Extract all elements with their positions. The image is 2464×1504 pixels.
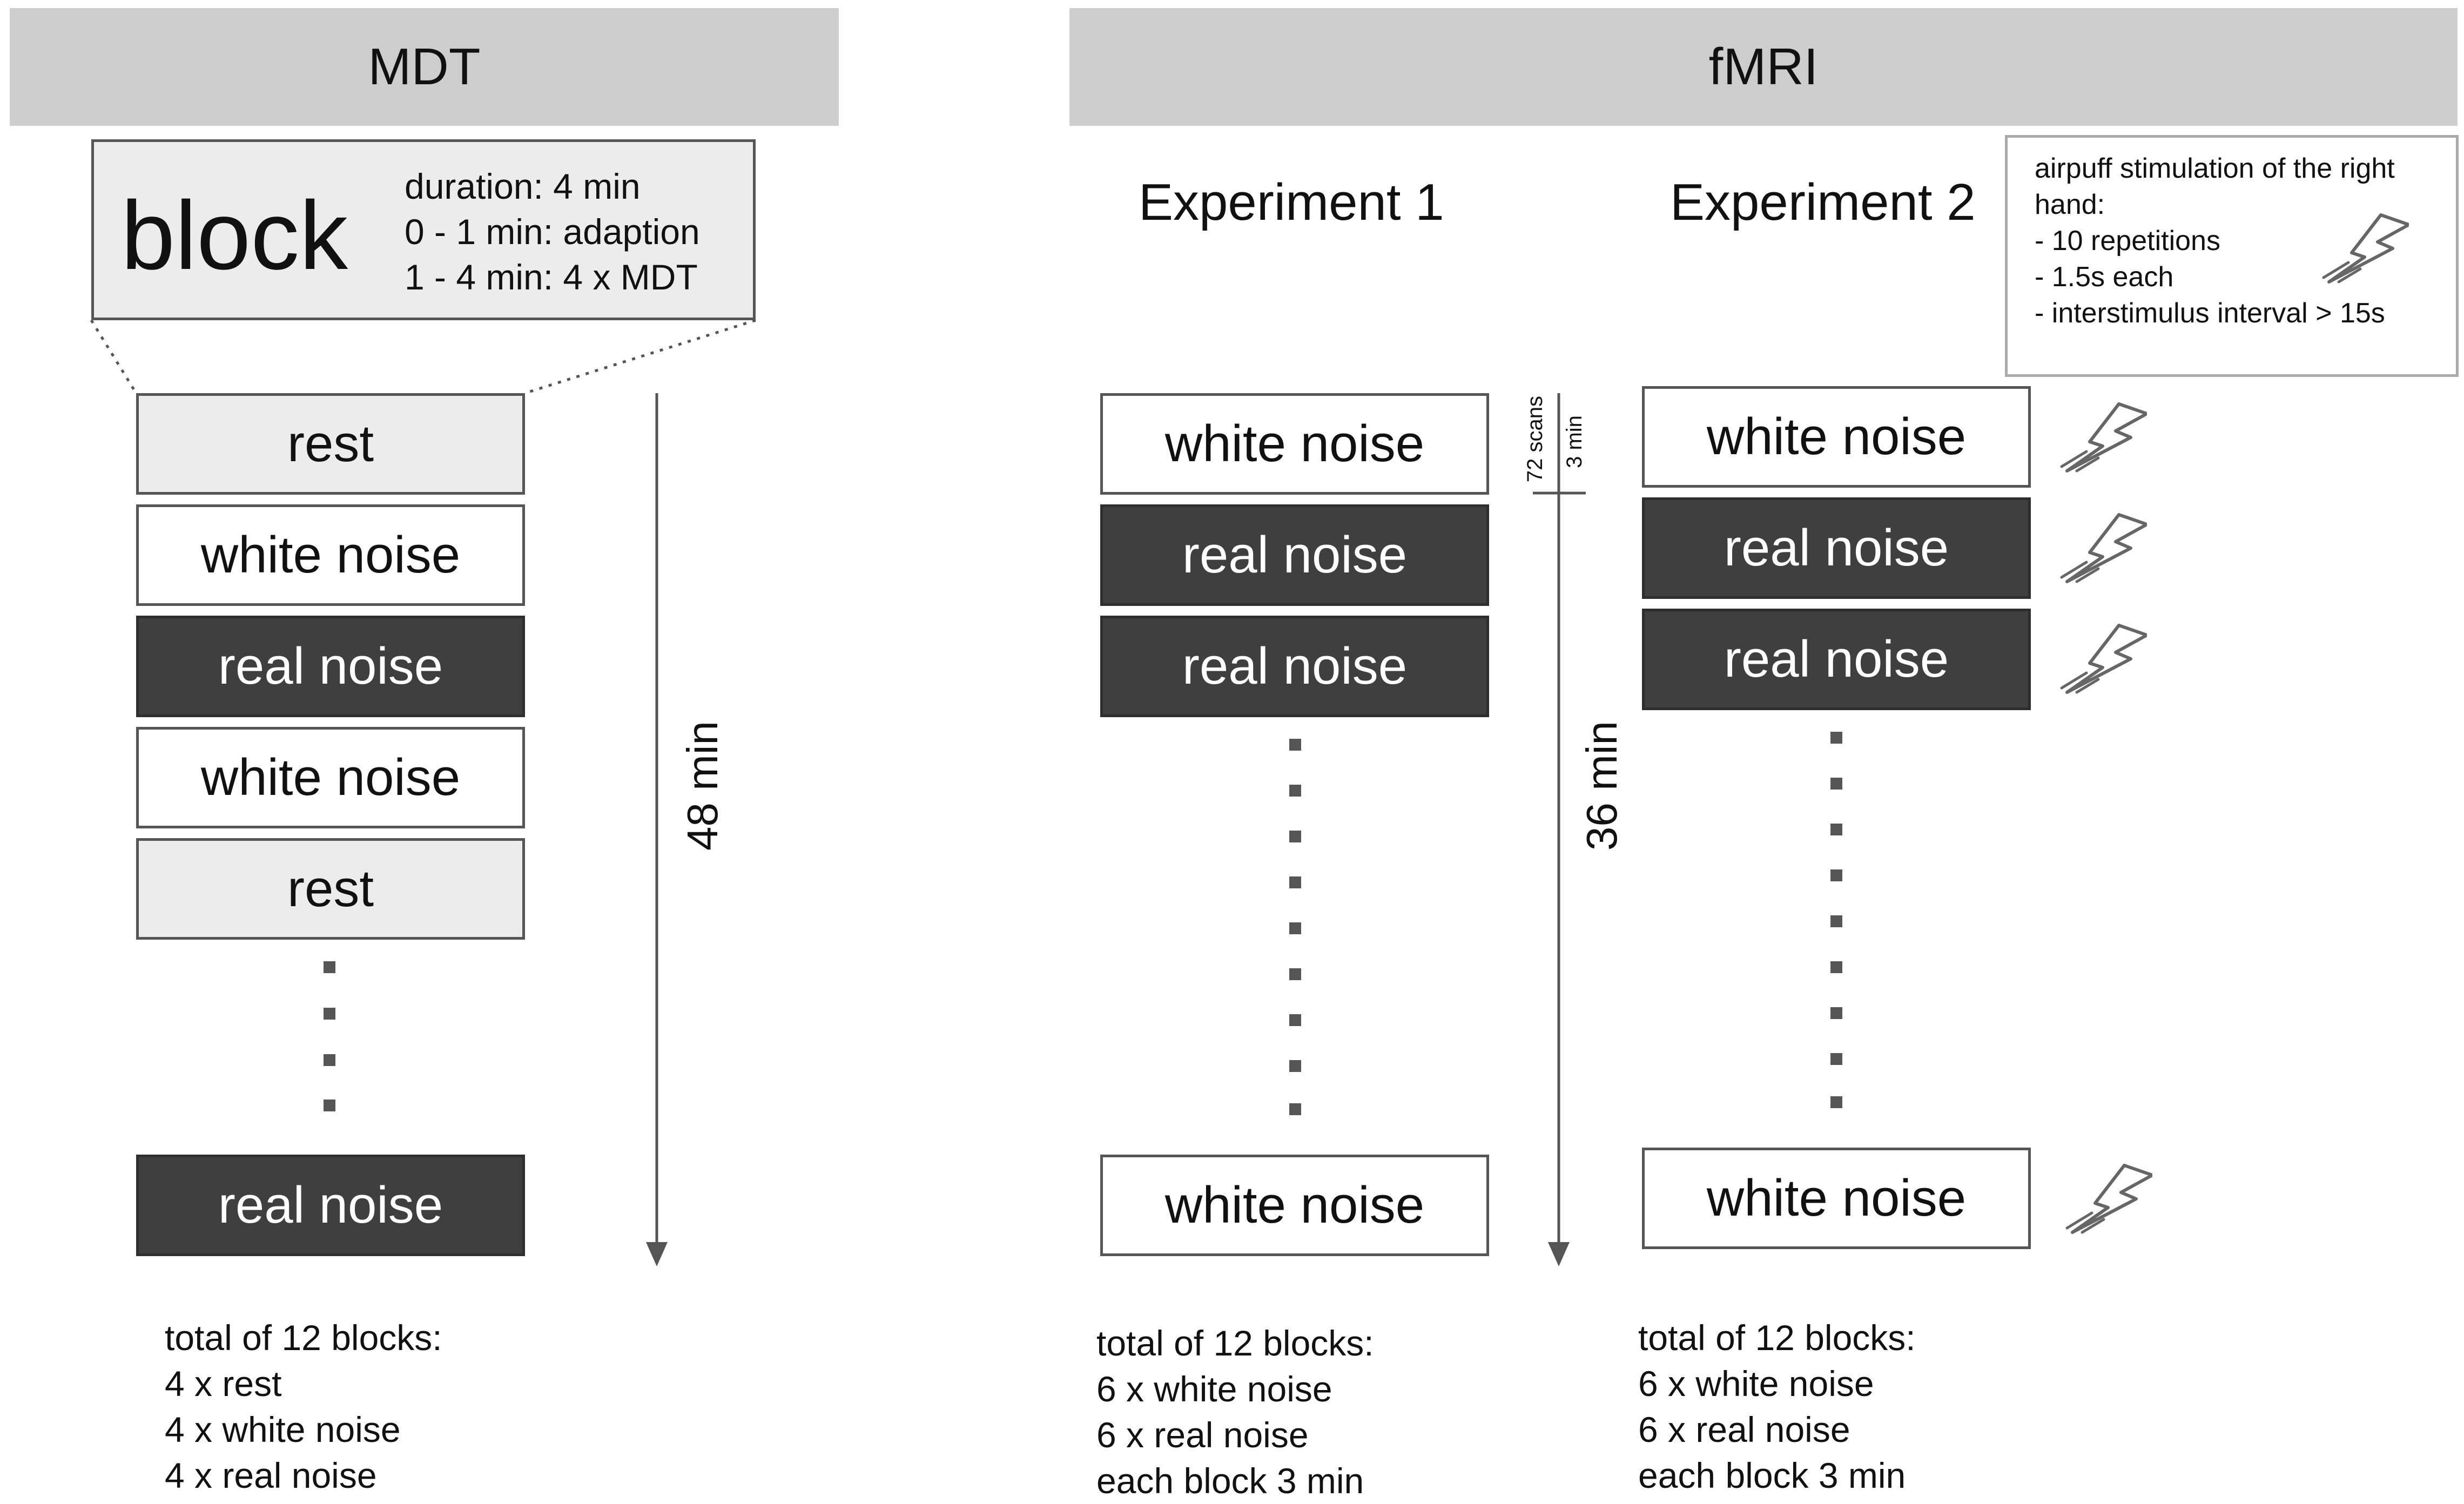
airpuff-line: - 10 repetitions [2035,225,2220,257]
continuation-dot [324,1008,335,1020]
airpuff-line: airpuff stimulation of the right [2035,153,2395,184]
lightning-icon [2062,625,2147,692]
summary-line: 6 x real noise [1096,1415,1309,1455]
continuation-dot [1830,732,1842,744]
exp2-cell-label: real noise [1724,519,1949,577]
mdt-header: MDT [10,8,839,126]
airpuff-info-box: airpuff stimulation of the right hand: -… [2005,135,2459,377]
summary-line: 4 x real noise [165,1455,377,1495]
continuation-dot [1830,915,1842,927]
exp1-cell: real noise [1100,504,1489,606]
mdt-cell-label: white noise [200,526,461,584]
continuation-dot [324,1054,335,1066]
continuation-dot [1289,1060,1301,1072]
experiment2-title: Experiment 2 [1670,173,1976,231]
mdt-cell: white noise [136,727,525,828]
continuation-dot [1830,869,1842,881]
mdt-arrow-head [646,1242,668,1266]
summary-line: 6 x white noise [1638,1364,1874,1404]
mdt-cell-last: real noise [136,1155,525,1256]
block-detail-box: block duration: 4 min 0 - 1 min: adaptio… [91,139,756,320]
exp2-cell-last: white noise [1642,1148,2031,1249]
summary-line: 6 x real noise [1638,1409,1850,1449]
continuation-dot [1289,1014,1301,1026]
continuation-dot [1830,1007,1842,1019]
exp2-cell: white noise [1642,386,2031,488]
mdt-cell-label: white noise [200,748,461,806]
exp1-cell-label: white noise [1164,415,1425,473]
lightning-icon [2062,515,2147,582]
continuation-dot [1830,824,1842,835]
airpuff-line: - interstimulus interval > 15s [2035,298,2385,329]
airpuff-line: - 1.5s each [2035,261,2174,293]
mdt-cell-label: real noise [218,1176,443,1234]
mdt-cell-label: rest [287,860,374,918]
continuation-dot [1289,922,1301,934]
summary-line: each block 3 min [1638,1455,1906,1495]
summary-line: each block 3 min [1096,1461,1364,1501]
exp2-cell-label: real noise [1724,630,1949,688]
summary-line: 4 x white noise [165,1409,401,1449]
mdt-cell: real noise [136,616,525,717]
continuation-dot [1289,785,1301,797]
exp2-cell-label: white noise [1706,1169,1967,1227]
experiment1-title: Experiment 1 [1139,173,1444,231]
continuation-dot [1289,968,1301,980]
continuation-dot [1830,778,1842,790]
continuation-dot [1830,961,1842,973]
block-details: duration: 4 min 0 - 1 min: adaption 1 - … [405,164,700,300]
mdt-cell-label: rest [287,415,374,473]
continuation-dot [1830,1096,1842,1108]
mdt-cell-label: real noise [218,637,443,695]
block-detail-line: duration: 4 min [405,166,641,206]
continuation-dot [1289,876,1301,888]
exp1-cell-label: white noise [1164,1176,1425,1234]
summary-line: total of 12 blocks: [1638,1318,1916,1358]
block-detail-line: 1 - 4 min: 4 x MDT [405,257,698,297]
zoom-line-right [524,319,756,395]
summary-line: total of 12 blocks: [165,1318,442,1358]
zoom-line-left [90,319,138,394]
summary-line: 6 x white noise [1096,1369,1332,1409]
continuation-dot [324,961,335,973]
exp2-cell: real noise [1642,497,2031,599]
continuation-dot [1289,831,1301,842]
mdt-cell: rest [136,393,525,495]
continuation-dot [1830,1053,1842,1065]
exp1-cell: real noise [1100,616,1489,717]
exp1-cell-label: real noise [1182,637,1408,695]
continuation-dot [1289,1103,1301,1115]
mdt-cell: white noise [136,504,525,606]
airpuff-line: hand: [2035,189,2105,220]
fmri-header-label: fMRI [1708,38,1819,96]
fmri-header: fMRI [1069,8,2458,126]
exp1-cell-last: white noise [1100,1155,1489,1256]
lightning-icon [2067,1165,2152,1232]
continuation-dot [1289,739,1301,751]
mdt-summary: total of 12 blocks: 4 x rest 4 x white n… [165,1315,442,1499]
exp1-cell-label: real noise [1182,526,1408,584]
mdt-cell: rest [136,838,525,940]
exp2-cell: real noise [1642,609,2031,710]
lightning-icon [2062,404,2147,471]
block-word: block [121,181,348,290]
block-detail-line: 0 - 1 min: adaption [405,212,700,252]
exp2-summary: total of 12 blocks: 6 x white noise 6 x … [1638,1315,1916,1499]
fmri-arrow-head [1548,1242,1570,1266]
mdt-header-label: MDT [368,38,481,96]
lightning-icon [2324,215,2409,282]
continuation-dot [324,1100,335,1111]
summary-line: total of 12 blocks: [1096,1323,1374,1363]
exp2-cell-label: white noise [1706,408,1967,466]
summary-line: 4 x rest [165,1364,282,1404]
exp1-summary: total of 12 blocks: 6 x white noise 6 x … [1096,1320,1374,1504]
exp1-cell: white noise [1100,393,1489,495]
